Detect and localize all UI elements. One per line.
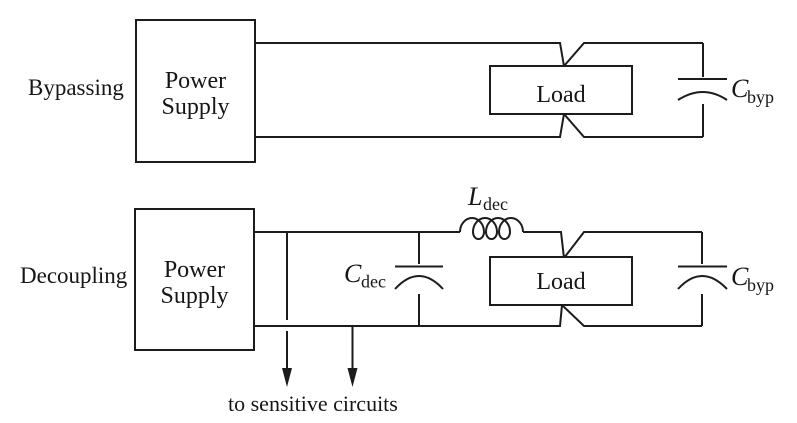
power-supply-box	[134, 208, 255, 351]
load-label: Load	[536, 269, 585, 295]
bypassing-circuit: Bypassing Power Supply Load C byp	[28, 19, 774, 163]
c-dec-subscript: dec	[361, 272, 386, 292]
power-supply-label-line1: Power	[165, 68, 226, 94]
c-byp-subscript: byp	[747, 275, 774, 295]
sensitive-circuits-arrows: to sensitive circuits	[228, 232, 398, 416]
decoupling-circuit: Decoupling Power Supply Load C dec L dec	[20, 182, 774, 416]
c-dec-symbol: C	[344, 259, 362, 288]
c-byp-symbol: C	[731, 74, 749, 103]
capacitor-icon	[394, 232, 444, 326]
bypassing-bottom-conductor	[255, 111, 703, 138]
decoupling-capacitor-symbol: C dec	[344, 232, 444, 326]
sensitive-circuits-note: to sensitive circuits	[228, 391, 398, 416]
decoupling-row-label: Decoupling	[20, 263, 128, 288]
bypass-capacitor-symbol: C byp	[677, 232, 774, 326]
inductor-label: L dec	[467, 182, 508, 214]
inductor-icon	[459, 217, 524, 240]
down-arrow-icon	[347, 368, 358, 387]
power-supply-label-line2: Supply	[161, 94, 229, 120]
capacitor-icon	[677, 232, 728, 326]
l-dec-subscript: dec	[483, 194, 508, 214]
l-dec-symbol: L	[467, 182, 482, 211]
down-arrow-icon	[282, 368, 292, 387]
bypassing-top-conductor	[255, 42, 703, 69]
load-label: Load	[536, 82, 585, 108]
power-supply-label-line1: Power	[164, 257, 225, 283]
capacitor-icon	[677, 43, 728, 137]
decoupling-bottom-conductor	[254, 302, 702, 327]
power-supply-box	[135, 19, 256, 163]
c-byp-subscript: byp	[747, 87, 774, 107]
bypass-capacitor-symbol: C byp	[677, 43, 774, 137]
c-byp-symbol: C	[731, 262, 749, 291]
bypassing-row-label: Bypassing	[28, 75, 124, 100]
load-box	[489, 65, 633, 115]
power-supply-label-line2: Supply	[160, 283, 228, 309]
load-box	[489, 256, 633, 306]
decoupling-top-conductor-right	[523, 231, 702, 261]
